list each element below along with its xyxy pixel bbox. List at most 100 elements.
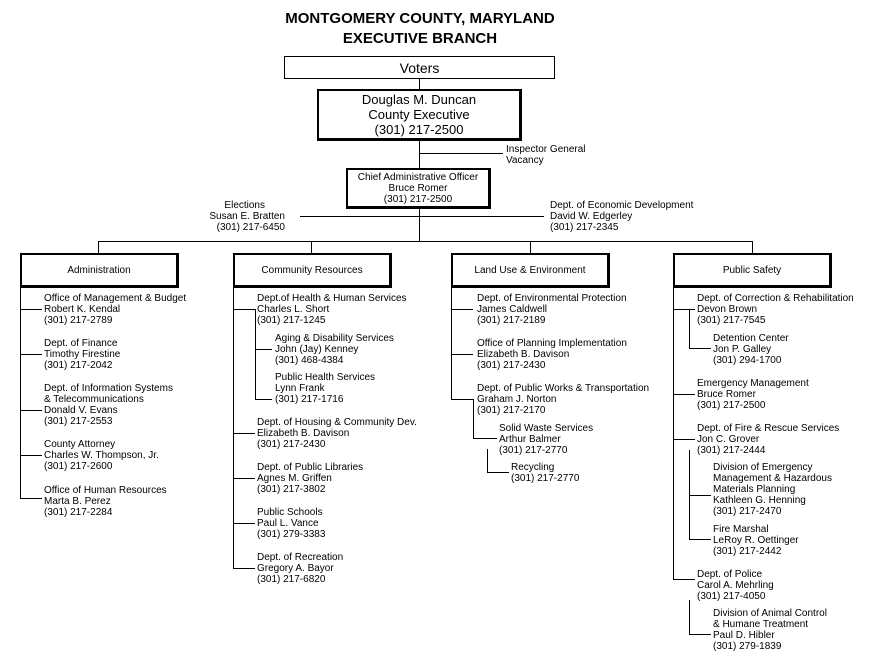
entry-phone: (301) 217-2500 [697,400,766,411]
economic-dev-phone: (301) 217-2345 [550,222,619,233]
dept-finance: Dept. of Finance Timothy Firestine (301)… [44,338,120,371]
connector-executive-cao [419,140,420,168]
connector-division-community [311,241,312,253]
executive-phone: (301) 217-2500 [374,122,464,137]
elections-phone: (301) 217-6450 [216,222,285,233]
entry-title: Dept. of Recreation [257,552,344,563]
cao-box: Chief Administrative Officer Bruce Romer… [346,168,491,209]
entry-phone: (301) 294-1700 [713,355,782,366]
entry-head: Robert K. Kendal [44,304,121,315]
entry-title: Dept. of Correction & Rehabilitation [697,293,854,304]
division-community-resources-box: Community Resources [233,253,392,288]
connector-dpwt-sub [473,399,474,439]
entry-title: Dept. of Police [697,569,763,580]
dept-health-human-services: Dept.of Health & Human Services Charles … [257,293,407,326]
division-land-use-box: Land Use & Environment [451,253,610,288]
entry-title: Dept.of Health & Human Services [257,293,407,304]
cao-name: Bruce Romer [388,182,448,194]
entry-head: John (Jay) Kenney [275,344,359,355]
entry-phone: (301) 217-2600 [44,461,113,472]
entry-title: Dept. of Finance [44,338,118,349]
entry-title: Detention Center [713,333,789,344]
entry-head: Arthur Balmer [499,434,561,445]
entry-phone: (301) 217-2170 [477,405,546,416]
connector-staff-offices [300,216,544,217]
connector-safety-entry [673,309,695,310]
entry-head: Charles W. Thompson, Jr. [44,450,159,461]
division-community-resources-label: Community Resources [261,264,363,276]
dept-police: Dept. of Police Carol A. Mehrling (301) … [697,569,774,602]
entry-phone: (301) 217-2470 [713,506,782,517]
entry-head: Paul L. Vance [257,518,319,529]
entry-title: Solid Waste Services [499,423,594,434]
elections-office: Elections Susan E. Bratten (301) 217-645… [180,200,285,233]
entry-title: Public Health Services [275,372,376,383]
division-public-safety-label: Public Safety [722,264,782,276]
entry-head: Jon C. Grover [697,434,760,445]
entry-title: Office of Planning Implementation [477,338,627,349]
economic-development-office: Dept. of Economic Development David W. E… [550,200,693,233]
chart-title-line2: EXECUTIVE BRANCH [342,30,498,47]
office-human-resources: Office of Human Resources Marta B. Perez… [44,485,167,518]
dept-correction-rehabilitation: Dept. of Correction & Rehabilitation Dev… [697,293,854,326]
connector-admin-entry [20,410,42,411]
entry-head: Charles L. Short [257,304,330,315]
connector-community-entry [233,568,255,569]
economic-dev-role: Dept. of Economic Development [550,200,694,211]
connector-correction-sub [689,309,690,349]
entry-head: Timothy Firestine [44,349,121,360]
aging-disability-services: Aging & Disability Services John (Jay) K… [275,333,394,366]
entry-phone: (301) 217-1716 [275,394,344,405]
connector-inspector-general [419,153,503,154]
connector-safety-entry [673,439,695,440]
connector-admin-column [20,288,21,498]
connector-dpwt-sub-entry [473,438,497,439]
inspector-general: Inspector General Vacancy [506,144,586,166]
connector-division-landuse [530,241,531,253]
entry-phone: (301) 279-3383 [257,529,326,540]
entry-head: Kathleen G. Henning [713,495,806,506]
connector-cao-divisions [419,208,420,241]
dept-fire-rescue-services: Dept. of Fire & Rescue Services Jon C. G… [697,423,839,456]
entry-phone: (301) 217-3802 [257,484,326,495]
connector-safety-column [673,288,674,580]
entry-phone: (301) 217-2442 [713,546,782,557]
voters-label: Voters [399,59,440,76]
inspector-general-name: Vacancy [506,155,544,166]
connector-solid-waste-sub-entry [487,472,509,473]
entry-head: James Caldwell [477,304,548,315]
public-schools: Public Schools Paul L. Vance (301) 279-3… [257,507,325,540]
connector-admin-entry [20,309,42,310]
division-administration-box: Administration [20,253,179,288]
entry-title: Dept. of Public Libraries [257,462,364,473]
entry-phone: (301) 217-7545 [697,315,766,326]
connector-fire-sub-entry [689,539,711,540]
dept-information-systems: Dept. of Information Systems & Telecommu… [44,383,173,427]
entry-phone: (301) 468-4384 [275,355,344,366]
connector-community-entry [233,433,255,434]
connector-solid-waste-sub [487,449,488,473]
entry-head: Gregory A. Bayor [257,563,334,574]
entry-title-cont: & Telecommunications [44,394,144,405]
cao-role: Chief Administrative Officer [357,171,479,183]
entry-title: Dept. of Housing & Community Dev. [257,417,417,428]
entry-head: Agnes M. Griffen [257,473,332,484]
entry-head: Elizabeth B. Davison [477,349,570,360]
connector-division-administration [98,241,99,253]
division-land-use-label: Land Use & Environment [474,264,586,276]
entry-head: Lynn Frank [275,383,325,394]
division-administration-label: Administration [67,264,131,276]
recycling: Recycling (301) 217-2770 [511,462,579,484]
entry-title: Aging & Disability Services [275,333,394,344]
entry-head: Carol A. Mehrling [697,580,774,591]
county-executive-box: Douglas M. Duncan County Executive (301)… [317,89,522,141]
entry-phone: (301) 217-2189 [477,315,546,326]
entry-phone: (301) 279-1839 [713,641,782,652]
dept-recreation: Dept. of Recreation Gregory A. Bayor (30… [257,552,343,585]
division-animal-control: Division of Animal Control & Humane Trea… [713,608,827,652]
entry-title: Office of Management & Budget [44,293,187,304]
entry-title: Dept. of Information Systems [44,383,173,394]
connector-landuse-entry [451,309,473,310]
inspector-general-role: Inspector General [506,144,586,155]
entry-title: Dept. of Public Works & Transportation [477,383,650,394]
